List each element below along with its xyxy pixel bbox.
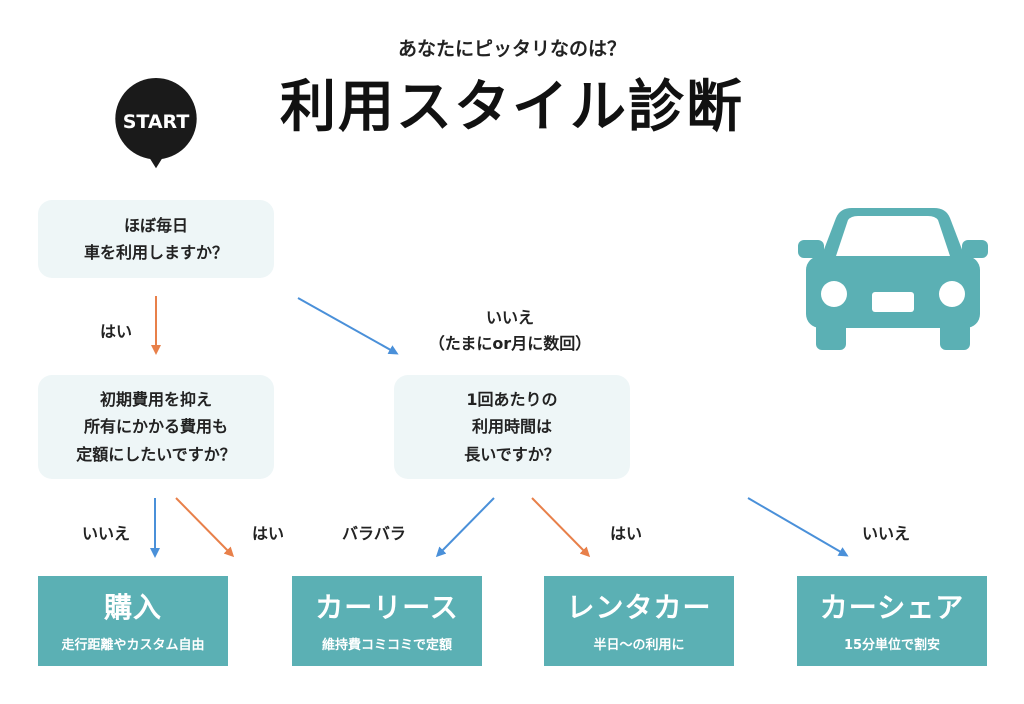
result-car-lease: カーリース 維持費コミコミで定額: [292, 576, 482, 666]
question-fixed-cost: 初期費用を抑え 所有にかかる費用も 定額にしたいですか？: [38, 375, 274, 479]
start-badge-icon: [115, 78, 197, 169]
result-title: カーシェア: [819, 591, 965, 624]
start-label: START: [122, 111, 190, 133]
diagram-title: 利用スタイル診断: [280, 75, 744, 140]
result-title: 購入: [103, 591, 162, 624]
question-line: 車を利用しますか？: [83, 243, 228, 262]
question-line: 利用時間は: [471, 417, 552, 437]
result-subtitle: 半日〜の利用に: [593, 638, 685, 653]
arrow-q3-varies: [435, 497, 495, 558]
branch-label-q2-no: いいえ: [82, 524, 131, 543]
question-usage-duration: 1回あたりの 利用時間は 長いですか？: [394, 375, 630, 479]
result-subtitle: 維持費コミコミで定額: [321, 638, 452, 653]
question-line: 長いですか？: [464, 444, 560, 464]
result-title: カーリース: [315, 591, 459, 624]
result-title: レンタカー: [566, 591, 712, 624]
result-rental-car: レンタカー 半日〜の利用に: [544, 576, 734, 666]
branch-label-q1-no: いいえ （たまにor月に数回）: [410, 305, 610, 356]
branch-label-q2-yes: はい: [252, 524, 285, 543]
result-subtitle: 15分単位で割安: [843, 638, 941, 653]
branch-label-line: いいえ: [485, 308, 534, 327]
diagram-subtitle: あなたにピッタリなのは？: [397, 38, 626, 60]
question-line: 1回あたりの: [466, 390, 558, 410]
result-purchase: 購入 走行距離やカスタム自由: [38, 576, 228, 666]
result-car-share: カーシェア 15分単位で割安: [797, 576, 987, 666]
branch-label-q3-no: いいえ: [862, 524, 911, 543]
branch-label-q1-yes: はい: [100, 322, 133, 341]
car-icon: [798, 208, 988, 350]
question-line: ほぼ毎日: [123, 215, 188, 235]
result-subtitle: 走行距離やカスタム自由: [61, 638, 205, 653]
branch-label-line: （たまにor月に数回）: [428, 333, 592, 353]
question-line: 定額にしたいですか？: [76, 444, 236, 464]
arrow-q3-yes: [531, 497, 591, 558]
branch-label-q3-yes: はい: [610, 524, 643, 543]
arrow-q3-no: [747, 497, 849, 557]
question-line: 所有にかかる費用も: [83, 417, 228, 437]
branch-label-q3-varies: バラバラ: [342, 524, 406, 543]
arrow-q2-yes: [175, 497, 235, 558]
question-daily-use: ほぼ毎日 車を利用しますか？: [38, 200, 274, 278]
arrow-q1-no: [297, 297, 399, 355]
question-line: 初期費用を抑え: [99, 390, 212, 410]
